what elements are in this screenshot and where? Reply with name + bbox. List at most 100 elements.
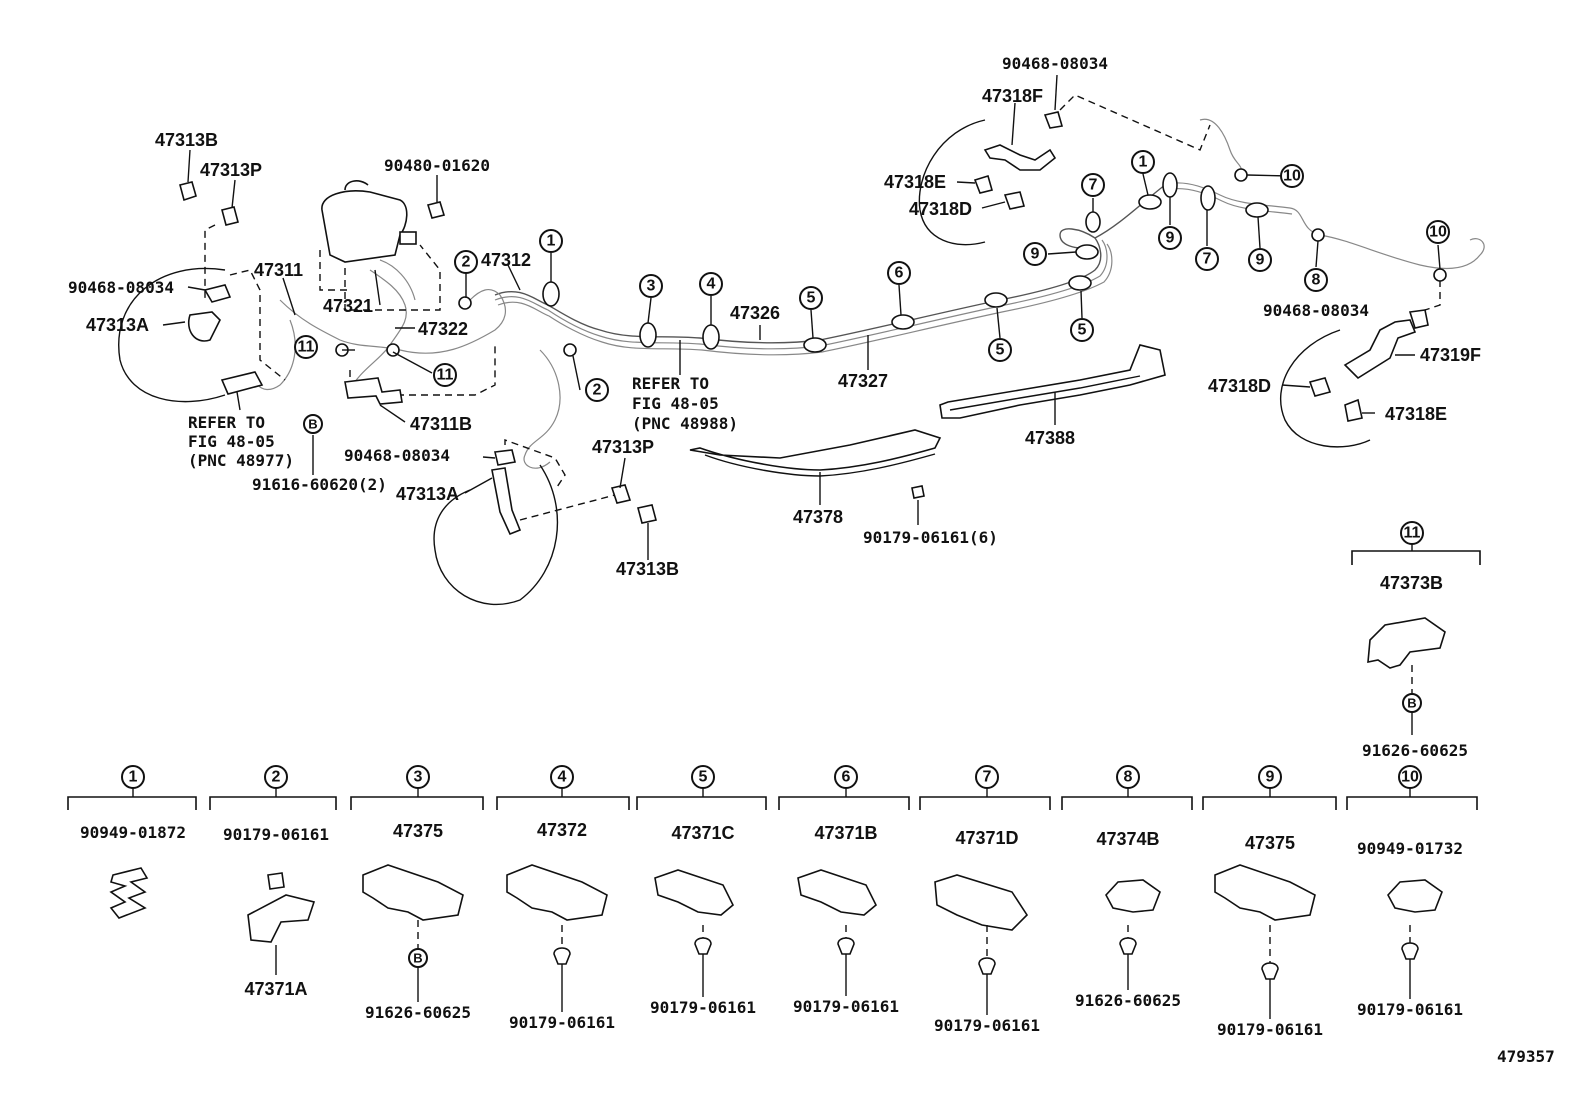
svg-text:11: 11	[298, 339, 315, 356]
label-47313A-left: 47313A	[86, 315, 149, 335]
svg-text:1: 1	[547, 233, 556, 250]
svg-text:8: 8	[1124, 769, 1133, 786]
master-cylinder-reservoir	[319, 180, 417, 291]
legend-bottom-label-8: 91626-60625	[1075, 991, 1181, 1010]
svg-text:3: 3	[647, 278, 656, 295]
legend-clamp-shape-6	[797, 869, 877, 916]
legend-clamp-shape-8	[1105, 879, 1161, 913]
label-47318D-right: 47318D	[1208, 376, 1271, 396]
legend-bottom-label-2: 47371A	[244, 979, 307, 999]
label-47312: 47312	[481, 250, 531, 270]
svg-text:11: 11	[437, 367, 454, 384]
label-47378: 47378	[793, 507, 843, 527]
callout-legend-10: 10	[1398, 765, 1422, 789]
svg-text:6: 6	[842, 769, 851, 786]
label-refer2-line1: REFER TO	[632, 374, 709, 393]
legend-clamp-2: 2 90179-06161 47371A	[209, 765, 337, 999]
label-47318D-top: 47318D	[909, 199, 972, 219]
svg-text:1: 1	[1139, 154, 1148, 171]
svg-text:5: 5	[996, 342, 1005, 359]
leader-dashed	[1424, 280, 1441, 311]
callout-7-a: 7	[1081, 173, 1105, 197]
leader-dashed	[344, 244, 441, 311]
svg-text:9: 9	[1031, 246, 1040, 263]
legend-fastener-7	[978, 957, 996, 975]
callout-6: 6	[887, 261, 911, 285]
callout-9-b: 9	[1158, 226, 1182, 250]
callout-legend-1: 1	[121, 765, 145, 789]
callout-1-a: 1	[539, 229, 563, 253]
legend-top-label-5: 47371C	[671, 823, 734, 843]
svg-text:4: 4	[558, 769, 567, 786]
svg-text:6: 6	[895, 265, 904, 282]
legend-clamp-shape-1	[109, 867, 149, 919]
legend-top-label-2: 90179-06161	[223, 825, 329, 844]
legend-clamp-shape-7	[934, 874, 1029, 931]
callout-11-a: 11	[294, 335, 318, 359]
label-47311B: 47311B	[410, 414, 472, 434]
svg-text:7: 7	[1089, 177, 1098, 194]
svg-text:B: B	[413, 951, 422, 966]
svg-text:2: 2	[272, 769, 281, 786]
callout-B-legend11: B	[1402, 693, 1422, 713]
svg-text:10: 10	[1429, 224, 1447, 241]
callout-3: 3	[639, 274, 663, 298]
callout-4: 4	[699, 272, 723, 296]
svg-text:8: 8	[1312, 272, 1321, 289]
legend-fastener-6	[837, 937, 855, 955]
svg-text:9: 9	[1266, 769, 1275, 786]
callout-legend-4: 4	[550, 765, 574, 789]
bolt-90179-protector	[911, 485, 925, 499]
legend-top-label-7: 47371D	[955, 828, 1018, 848]
bolt-47313B-mid	[637, 504, 657, 524]
label-47318E-top: 47318E	[884, 172, 946, 192]
legend-top-label-8: 47374B	[1096, 829, 1159, 849]
label-47321: 47321	[323, 296, 373, 316]
label-47313B-top: 47313B	[155, 130, 218, 150]
svg-text:5: 5	[807, 290, 816, 307]
bolt-47318D-top	[1003, 191, 1026, 210]
svg-text:3: 3	[414, 769, 423, 786]
legend-top-label-4: 47372	[537, 820, 587, 840]
label-90480-01620: 90480-01620	[384, 156, 490, 175]
callout-legend-2: 2	[264, 765, 288, 789]
legend-clamp-shape-2	[247, 894, 316, 943]
callout-9-a: 9	[1023, 242, 1047, 266]
callout-11-legend: 11	[1400, 521, 1424, 545]
legend-11: 11 B	[1351, 521, 1481, 735]
callout-B-legend-3: B	[408, 948, 428, 968]
callout-7-b: 7	[1195, 247, 1219, 271]
clip-47318E-right	[1344, 398, 1363, 422]
svg-text:9: 9	[1166, 230, 1175, 247]
bolt-90480	[426, 201, 446, 219]
label-47322: 47322	[418, 319, 468, 339]
legend-top-label-10: 90949-01732	[1357, 839, 1463, 858]
svg-text:10: 10	[1283, 168, 1301, 185]
nut-47313P-mid	[610, 484, 632, 504]
legend-fastener-4	[553, 947, 571, 965]
label-47327: 47327	[838, 371, 888, 391]
part-labels: 47313B 47313P 90480-01620 47311 47312 90…	[68, 54, 1555, 1066]
label-47318F: 47318F	[982, 86, 1043, 106]
label-47313P-top: 47313P	[200, 160, 262, 180]
legend-top-label-3: 47375	[393, 821, 443, 841]
callout-8: 8	[1304, 268, 1328, 292]
clip-90468-mid	[494, 449, 516, 466]
callout-9-c: 9	[1248, 248, 1272, 272]
leader-lines	[162, 74, 1441, 560]
leader-dashed	[229, 269, 286, 381]
svg-text:9: 9	[1256, 252, 1265, 269]
hose-47319F	[1343, 319, 1417, 380]
svg-text:1: 1	[129, 769, 138, 786]
legend-bottom-label-9: 90179-06161	[1217, 1020, 1323, 1039]
detail-circle-top-right	[918, 119, 986, 246]
label-47313B-mid: 47313B	[616, 559, 679, 579]
bolt-47313B-top	[179, 181, 197, 202]
legend-bottom-label-4: 90179-06161	[509, 1013, 615, 1032]
svg-text:B: B	[1407, 696, 1416, 711]
